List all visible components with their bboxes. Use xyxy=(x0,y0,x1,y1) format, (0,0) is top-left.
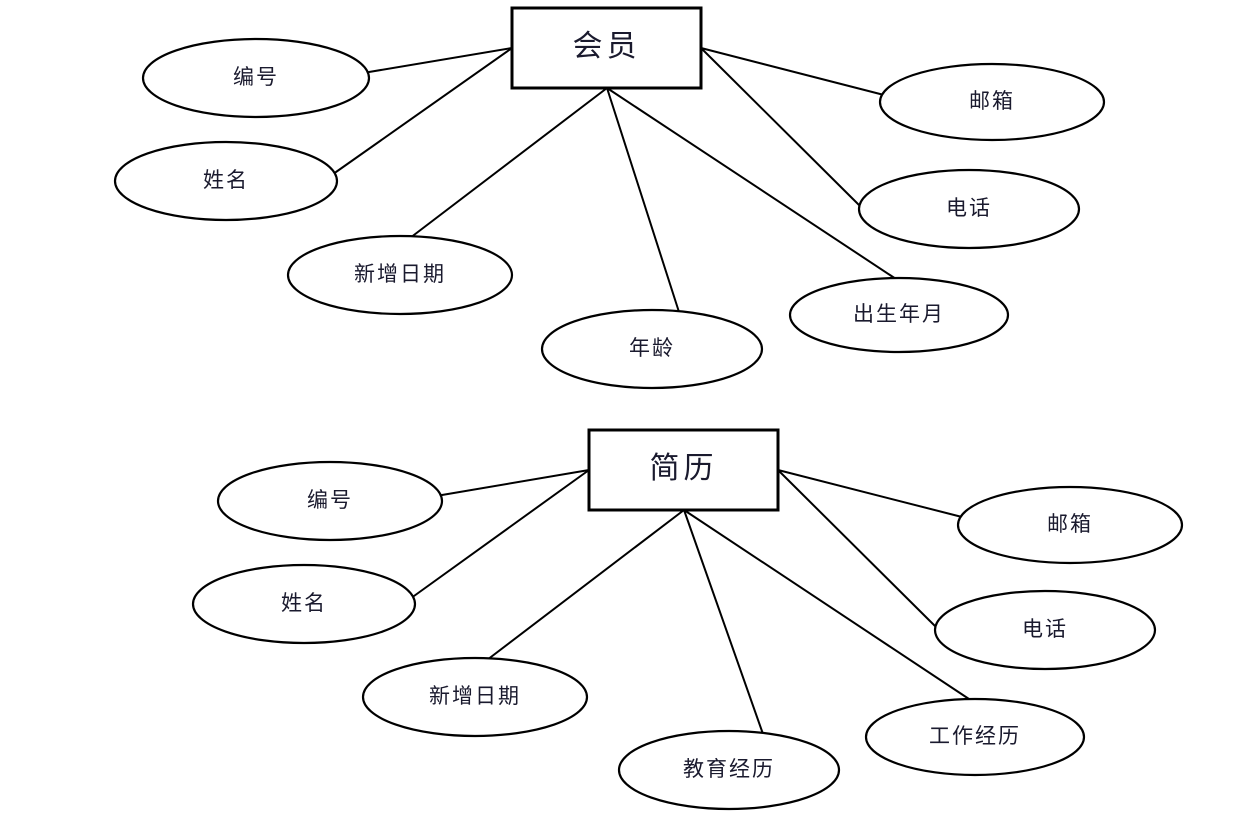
attribute-ellipse-resume-email[interactable] xyxy=(956,485,1184,565)
attribute-label-member-phone: 电话 xyxy=(946,196,992,220)
attribute-ellipse-resume-education[interactable] xyxy=(617,729,841,811)
attribute-ellipse-resume-date-added[interactable] xyxy=(361,656,589,738)
attribute-ellipse-resume-name[interactable] xyxy=(191,563,417,645)
connector-resume-resume-phone xyxy=(777,469,937,628)
attribute-label-member-date-added: 新增日期 xyxy=(354,262,446,286)
attribute-ellipse-member-phone[interactable] xyxy=(857,168,1081,250)
connector-member-member-birthdate xyxy=(606,87,897,280)
connector-member-member-name xyxy=(335,47,513,173)
entity-box-member[interactable] xyxy=(510,6,703,90)
attribute-label-resume-phone: 电话 xyxy=(1022,617,1068,641)
attribute-ellipse-member-date-added[interactable] xyxy=(286,234,514,316)
attribute-label-resume-date-added: 新增日期 xyxy=(429,684,521,708)
connector-resume-resume-date-added xyxy=(486,509,685,661)
attribute-label-member-name: 姓名 xyxy=(203,168,249,192)
attribute-label-member-id: 编号 xyxy=(233,65,279,89)
attribute-label-resume-id: 编号 xyxy=(307,488,353,512)
attribute-ellipse-resume-id[interactable] xyxy=(216,460,444,542)
attribute-ellipse-member-email[interactable] xyxy=(878,62,1106,142)
attribute-label-member-age: 年龄 xyxy=(629,336,675,360)
attribute-ellipse-member-birthdate[interactable] xyxy=(788,276,1010,354)
entity-label-resume: 简历 xyxy=(650,452,718,485)
connector-member-member-id xyxy=(368,47,513,73)
connector-member-member-date-added xyxy=(409,87,608,239)
shape-layer: 会员编号姓名新增日期年龄邮箱电话出生年月简历编号姓名新增日期教育经历邮箱电话工作… xyxy=(113,6,1184,811)
attribute-ellipse-member-name[interactable] xyxy=(113,140,339,222)
entity-label-member: 会员 xyxy=(573,30,641,63)
entity-box-resume[interactable] xyxy=(587,428,780,512)
attribute-label-resume-education: 教育经历 xyxy=(683,757,775,781)
attribute-ellipse-member-age[interactable] xyxy=(540,308,764,390)
connector-resume-resume-id xyxy=(441,469,590,496)
attribute-ellipse-member-id[interactable] xyxy=(141,37,371,119)
attribute-label-resume-name: 姓名 xyxy=(281,591,327,615)
connector-layer xyxy=(335,47,973,735)
attribute-ellipse-resume-work[interactable] xyxy=(864,697,1086,777)
connector-resume-resume-email xyxy=(777,469,963,518)
connector-resume-resume-name xyxy=(413,469,590,597)
attribute-label-member-birthdate: 出生年月 xyxy=(853,302,945,326)
connector-resume-resume-work xyxy=(683,509,973,702)
connector-resume-resume-education xyxy=(683,509,764,735)
attribute-label-member-email: 邮箱 xyxy=(969,89,1015,113)
connector-member-member-phone xyxy=(700,47,861,207)
attribute-label-resume-email: 邮箱 xyxy=(1047,512,1093,536)
connector-member-member-age xyxy=(606,87,680,313)
attribute-label-resume-work: 工作经历 xyxy=(929,724,1021,748)
connector-member-member-email xyxy=(700,47,885,96)
attribute-ellipse-resume-phone[interactable] xyxy=(933,589,1157,671)
